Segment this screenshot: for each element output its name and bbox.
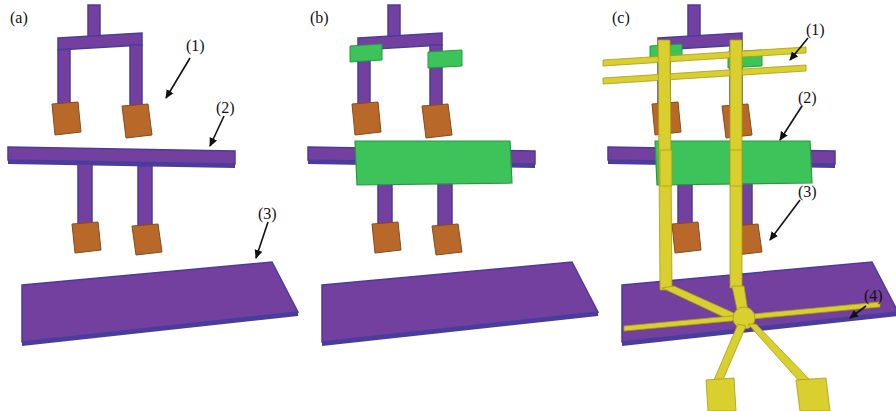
callout-number: (2) [798,90,817,106]
callout-number: (1) [186,38,205,54]
panel-letter: (b) [310,10,329,26]
callout-number: (3) [258,206,277,222]
callout-number: (2) [216,100,235,116]
panel-letter: (a) [10,10,28,26]
callout-number: (3) [798,184,817,200]
panel-letter: (c) [612,10,630,26]
callout-number: (4) [864,288,883,304]
callout-number: (1) [806,22,825,38]
